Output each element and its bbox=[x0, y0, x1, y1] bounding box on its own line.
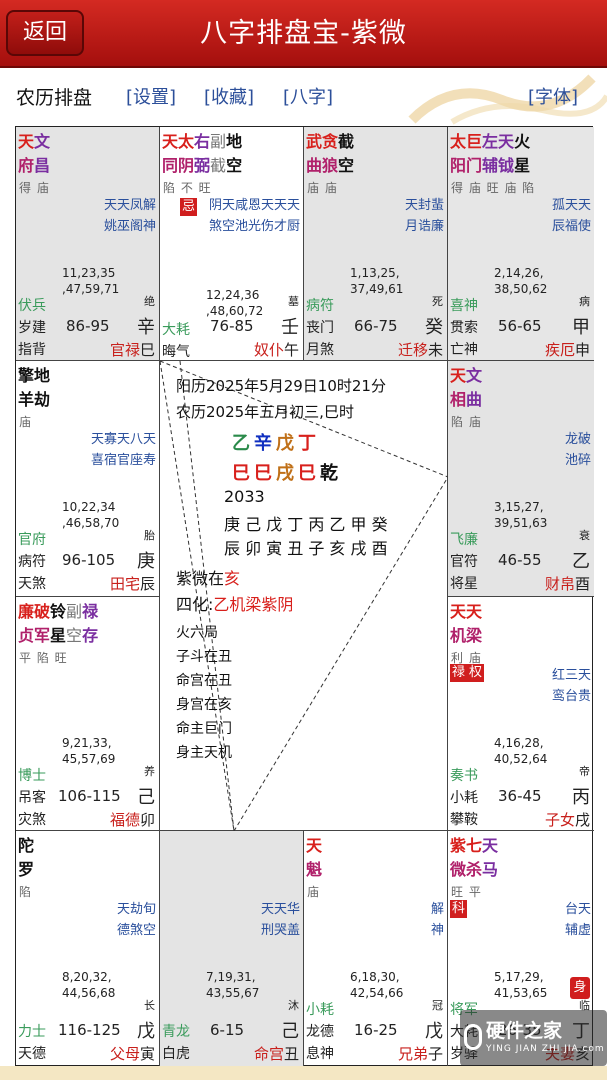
watermark-logo-icon bbox=[464, 1024, 482, 1050]
title-bar: 八字排盘宝-紫微 返回 bbox=[0, 0, 607, 68]
palace-chou[interactable]: 天天华刑哭盖 7,19,31,43,55,67 沐 青龙 白虎 6-15 己 命… bbox=[160, 831, 304, 1067]
page-title: 八字排盘宝-紫微 bbox=[200, 18, 407, 49]
palace-name: 子女戌 bbox=[544, 811, 590, 829]
lunar-chart-label: 农历排盘 bbox=[16, 87, 93, 109]
lunar-date: 农历2025年五月初三,巳时 bbox=[176, 403, 354, 421]
palace-wu[interactable]: 天太右副地 同阴弼截空 陷 不 旺 忌 阴天咸恩天天天煞空池光伤才厨 12,24… bbox=[160, 127, 304, 361]
heavenly-stems: 乙辛戊丁 bbox=[232, 433, 320, 454]
major-stars: 天文 府昌 bbox=[18, 132, 51, 175]
body-palace-badge: 身 bbox=[570, 977, 590, 999]
bottom-decoration bbox=[0, 1066, 607, 1080]
font-link[interactable]: [字体] bbox=[528, 87, 579, 108]
major-stars: 天天 机梁 bbox=[450, 602, 483, 645]
major-stars: 天文 相曲 bbox=[450, 366, 483, 409]
palace-xu[interactable]: 天天 机梁 利 庙 禄权 红三天鸾台贵 4,16,28,40,52,64 帝 奏… bbox=[448, 597, 594, 831]
major-stars: 陀 罗 bbox=[18, 836, 35, 879]
palace-you[interactable]: 天文 相曲 陷 庙 龙破池碎 3,15,27,39,51,63 衰 飞廉 官符 … bbox=[448, 361, 594, 597]
major-stars: 太巨左天火 阳门辅钺星 bbox=[450, 132, 531, 175]
sanfang-lines bbox=[160, 361, 448, 831]
palace-zi[interactable]: 天 魁 庙 解神 6,18,30,42,54,66 冠 小耗 龙德 息神 16-… bbox=[304, 831, 448, 1067]
palace-wei[interactable]: 武贪截 曲狼空 庙 庙 天封蜚月诰廉 1,13,25,37,49,61 死 病符… bbox=[304, 127, 448, 361]
major-stars: 天 魁 bbox=[306, 836, 323, 879]
settings-link[interactable]: [设置] bbox=[126, 87, 177, 108]
major-stars: 武贪截 曲狼空 bbox=[306, 132, 355, 175]
ke-badge: 科 bbox=[450, 900, 468, 918]
chart-facts: 火六局 子斗在丑 命宫在丑 身宫在亥 命主巨门 身主天机 bbox=[176, 625, 232, 761]
lu-badge: 禄 bbox=[450, 664, 468, 682]
palace-yin[interactable]: 陀 罗 陷 天劫旬德煞空 8,20,32,44,56,68 长 力士 天德 11… bbox=[16, 831, 160, 1067]
ziwei-chart: 天文 府昌 得 庙 天天凤解姚巫阁神 11,23,35,47,59,71 绝 伏… bbox=[15, 126, 594, 1067]
major-stars: 紫七天 微杀马 bbox=[450, 836, 499, 879]
palace-si[interactable]: 天文 府昌 得 庙 天天凤解姚巫阁神 11,23,35,47,59,71 绝 伏… bbox=[16, 127, 160, 361]
quan-badge: 权 bbox=[467, 664, 485, 682]
watermark: 硬件之家 YING JIAN ZHI JIA.com bbox=[460, 1010, 607, 1066]
palace-name: 命宫丑 bbox=[253, 1045, 299, 1063]
major-stars: 廉破铃副禄 贞军星空存 bbox=[18, 602, 99, 645]
palace-mao[interactable]: 廉破铃副禄 贞军星空存 平 陷 旺 9,21,33,45,57,69 养 博士 … bbox=[16, 597, 160, 831]
palace-shen[interactable]: 太巨左天火 阳门辅钺星 得 庙 旺 庙 陷 孤天天辰福使 2,14,26,38,… bbox=[448, 127, 594, 361]
sihua: 四化:乙机梁紫阴 bbox=[176, 595, 294, 614]
year: 2033 bbox=[224, 487, 265, 506]
favorites-link[interactable]: [收藏] bbox=[204, 87, 255, 108]
palace-name: 奴仆午 bbox=[253, 341, 299, 359]
palace-chen[interactable]: 擎地 羊劫 庙 天寡天八天喜宿官座寿 10,22,34,46,58,70 胎 官… bbox=[16, 361, 160, 597]
bazi-link[interactable]: [八字] bbox=[283, 87, 334, 108]
dragon-decoration-icon bbox=[408, 74, 607, 125]
palace-name: 田宅辰 bbox=[109, 575, 155, 593]
palace-name: 财帛酉 bbox=[544, 575, 590, 593]
solar-date: 阳历2025年5月29日10时21分 bbox=[176, 377, 386, 395]
earthly-branches: 巳巳戌巳乾 bbox=[232, 463, 342, 484]
palace-name: 福德卯 bbox=[109, 811, 155, 829]
palace-name: 父母寅 bbox=[109, 1045, 155, 1063]
ziwei-position: 紫微在亥 bbox=[176, 569, 241, 588]
dayun-branches: 辰 卯 寅 丑 子 亥 戌 酉 bbox=[224, 539, 388, 558]
palace-name: 兄弟子 bbox=[397, 1045, 443, 1063]
back-button[interactable]: 返回 bbox=[6, 10, 84, 56]
palace-name: 官禄巳 bbox=[109, 341, 155, 359]
major-stars: 天太右副地 同阴弼截空 bbox=[162, 132, 243, 175]
palace-name: 迁移未 bbox=[397, 341, 443, 359]
major-stars: 擎地 羊劫 bbox=[18, 366, 51, 409]
ji-badge: 忌 bbox=[180, 198, 198, 216]
palace-name: 疾厄申 bbox=[544, 341, 590, 359]
dayun-stems: 庚 己 戊 丁 丙 乙 甲 癸 bbox=[224, 515, 388, 534]
toolbar: 农历排盘 [设置] [收藏] [八字] [字体] bbox=[0, 70, 607, 126]
center-info-panel: 阳历2025年5月29日10时21分 农历2025年五月初三,巳时 乙辛戊丁 巳… bbox=[160, 361, 448, 831]
